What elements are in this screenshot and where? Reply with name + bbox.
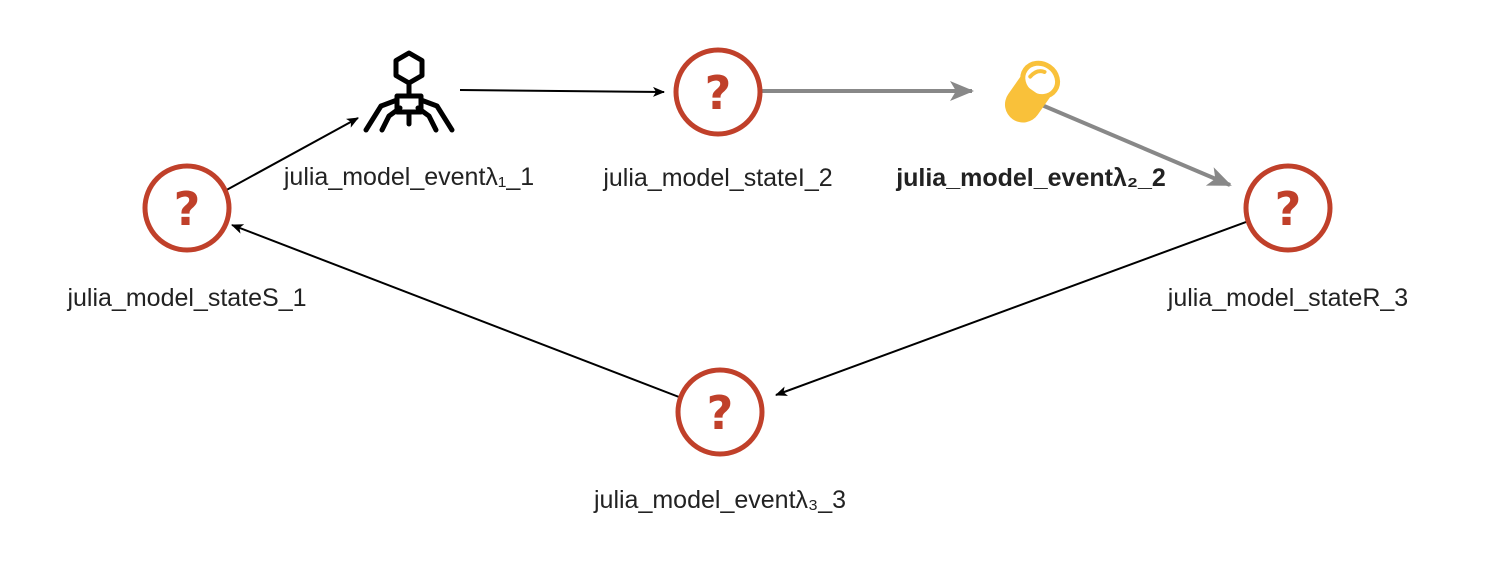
edges — [189, 81, 1285, 413]
node-event3[interactable]: ? julia_model_eventλ₃_3 — [593, 367, 846, 514]
question-icon: ? — [675, 367, 765, 457]
svg-text:?: ? — [174, 182, 201, 236]
node-label-event3: julia_model_eventλ₃_3 — [593, 486, 846, 514]
node-label-stateI: julia_model_stateI_2 — [602, 164, 832, 192]
node-stateS[interactable]: ? julia_model_stateS_1 — [66, 163, 307, 312]
edge-stateR-to-event3-line[interactable] — [775, 207, 1285, 396]
question-icon: ? — [1243, 163, 1333, 253]
node-stateI[interactable]: ? julia_model_stateI_2 — [602, 47, 833, 192]
edge-event3-to-stateS[interactable] — [231, 224, 719, 413]
edge-event2-to-stateR[interactable] — [1029, 98, 1232, 187]
node-stateR[interactable]: ? julia_model_stateR_3 — [1167, 163, 1408, 312]
node-event2[interactable]: julia_model_eventλ₂_2 — [895, 56, 1166, 192]
edge-event1-to-stateI[interactable] — [459, 86, 665, 97]
question-icon: ? — [673, 47, 763, 137]
node-label-stateR: julia_model_stateR_3 — [1167, 284, 1408, 312]
svg-text:?: ? — [707, 386, 734, 440]
node-event1[interactable]: julia_model_eventλ₁_1 — [283, 50, 534, 191]
virus-icon — [363, 50, 455, 133]
pill-icon — [1004, 60, 1061, 123]
svg-text:?: ? — [705, 66, 732, 120]
node-label-stateS: julia_model_stateS_1 — [66, 284, 306, 312]
svg-text:?: ? — [1275, 182, 1302, 236]
node-label-event2: julia_model_eventλ₂_2 — [895, 164, 1166, 192]
node-label-event1: julia_model_eventλ₁_1 — [283, 163, 534, 191]
question-icon: ? — [142, 163, 232, 253]
